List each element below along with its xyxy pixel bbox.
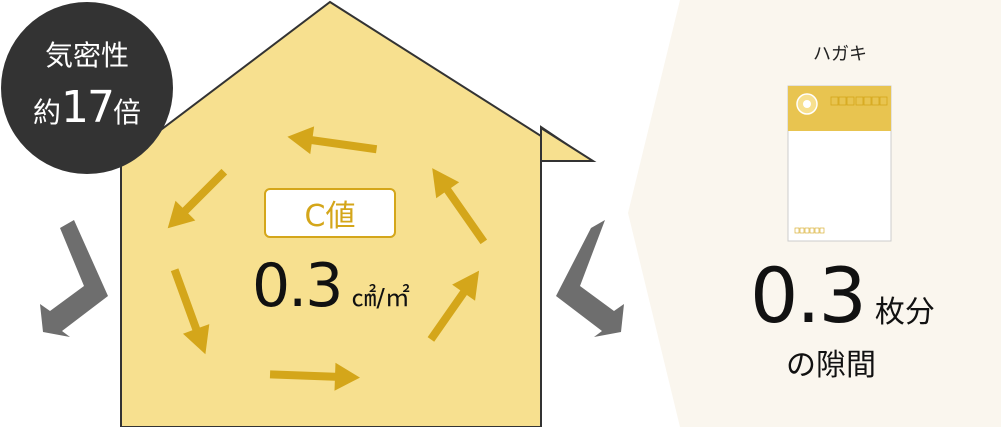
badge-number: 17 (61, 82, 115, 133)
airflow-arrow-bottom (269, 362, 360, 391)
postcard-postal-boxes (830, 96, 888, 106)
badge-suffix: 倍 (113, 96, 142, 129)
c-value-number: 0.3 (252, 251, 343, 321)
c-value-unit: ㎠/㎡ (351, 283, 410, 312)
house-eave (540, 126, 597, 162)
c-value-label: C値 (304, 199, 356, 234)
postcard-label: ハガキ (813, 44, 867, 65)
airflow-arrow-lower-right (427, 270, 480, 342)
badge-prefix: 約 (32, 96, 61, 129)
airflow-arrow-upper-right (432, 168, 488, 245)
postcard-count-number: 0.3 (750, 251, 867, 340)
right-gray-arrow (556, 220, 624, 337)
postcard-illustration (787, 85, 892, 242)
postcard-count-unit: 枚分 (874, 295, 935, 330)
airflow-arrow-lower-left (170, 268, 210, 355)
badge-line2: 約17倍 (16, 86, 158, 130)
postcard-gap-text: の隙間 (786, 348, 876, 383)
postcard-sender-boxes (794, 227, 825, 234)
airflow-arrows (167, 126, 488, 391)
airflow-arrow-upper-left (167, 168, 228, 229)
badge-line1: 気密性 (44, 39, 129, 72)
left-gray-arrow (40, 220, 108, 337)
airtightness-badge (1, 2, 173, 174)
c-value-label-box: C値 (264, 188, 396, 238)
airflow-arrow-top (287, 126, 378, 155)
